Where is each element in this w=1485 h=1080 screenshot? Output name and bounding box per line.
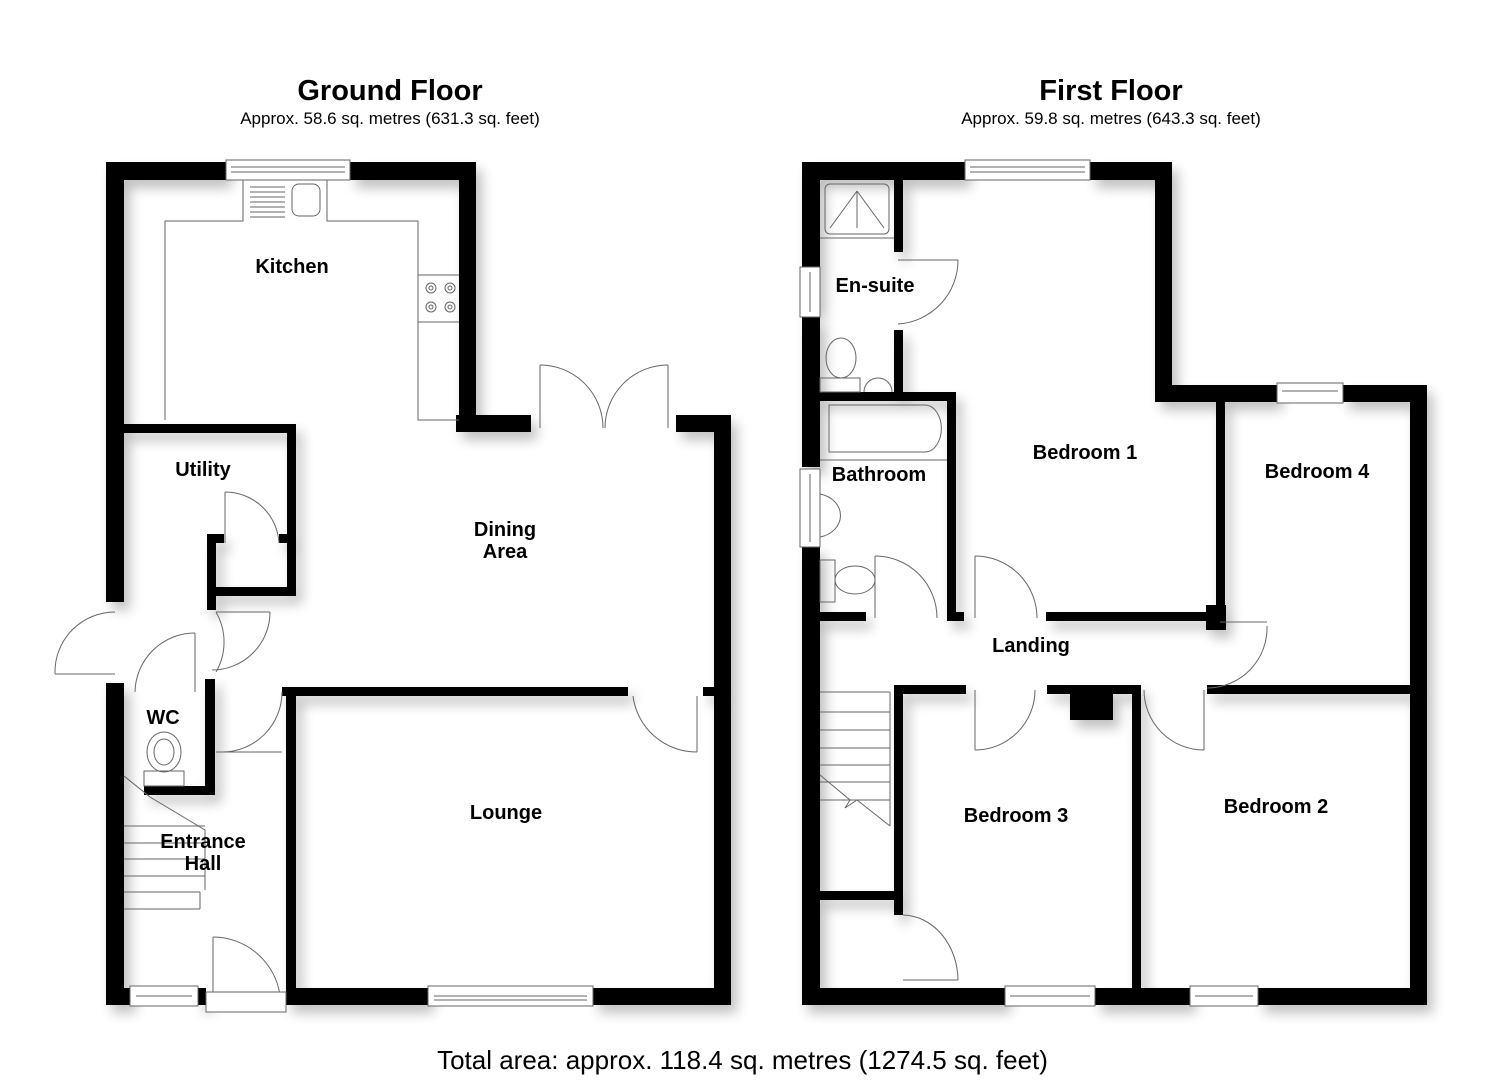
room-label-dining-area: Dining Area: [473, 519, 537, 563]
room-label-bedroom-3: Bedroom 3: [963, 805, 1069, 827]
first-floor-area: Approx. 59.8 sq. metres (643.3 sq. feet): [961, 109, 1261, 128]
first-floor-title: First Floor: [1039, 75, 1183, 107]
room-label-bedroom-4: Bedroom 4: [1264, 461, 1370, 483]
room-label-bathroom: Bathroom: [831, 464, 927, 486]
ground-floor-plan: [106, 162, 731, 1005]
first-floor-plan: [802, 162, 1427, 1005]
room-label-en-suite: En-suite: [835, 275, 915, 297]
room-label-entrance-hall: Entrance Hall: [160, 831, 246, 875]
room-label-bedroom-1: Bedroom 1: [1032, 442, 1138, 464]
first-floor-fixtures: [799, 159, 1344, 1007]
room-label-utility: Utility: [175, 459, 231, 481]
room-label-kitchen: Kitchen: [255, 256, 329, 278]
ground-floor-fixtures: [54, 159, 698, 1013]
room-label-wc: WC: [146, 707, 180, 729]
ground-floor-title: Ground Floor: [297, 75, 483, 107]
room-label-landing: Landing: [992, 635, 1070, 657]
total-area: Total area: approx. 118.4 sq. metres (12…: [437, 1045, 1048, 1075]
ground-floor-area: Approx. 58.6 sq. metres (631.3 sq. feet): [240, 109, 540, 128]
room-label-lounge: Lounge: [469, 802, 543, 824]
room-label-bedroom-2: Bedroom 2: [1223, 796, 1329, 818]
